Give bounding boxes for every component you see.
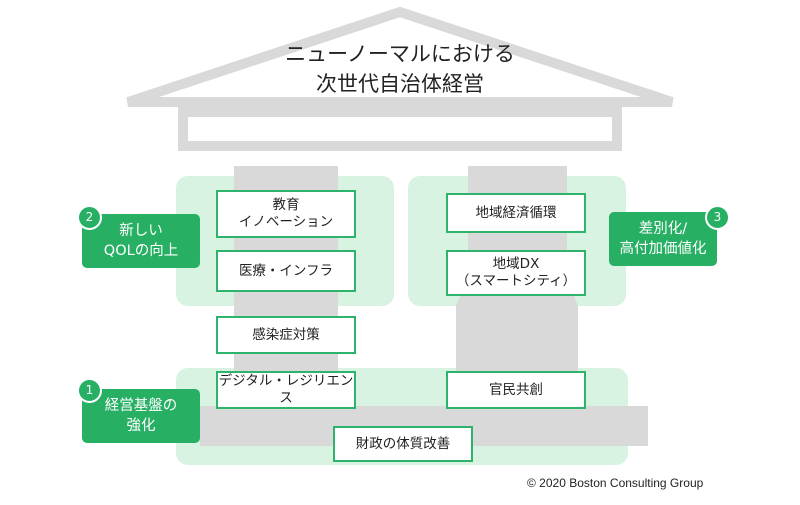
box-text: 医療・インフラ: [238, 262, 334, 279]
title-line-2: 次世代自治体経営: [316, 72, 484, 96]
tag-text: QOLの向上: [103, 243, 179, 259]
box-text: デジタル・レジリエンス: [218, 373, 354, 406]
title-line-1: ニューノーマルにおける: [285, 42, 515, 66]
number-badge: 2: [77, 205, 102, 230]
box-fiscal-improvement: 財政の体質改善: [333, 426, 473, 462]
number-badge: 3: [705, 205, 730, 230]
tag-management-base: 経営基盤の 強化: [82, 389, 200, 443]
box-text: 地域経済循環: [475, 204, 557, 221]
tag-text: 経営基盤の: [104, 398, 178, 414]
box-text: 財政の体質改善: [355, 435, 451, 452]
box-text: 教育: [272, 197, 300, 213]
roof-beam: [178, 107, 622, 151]
box-regional-economy: 地域経済循環: [446, 193, 586, 233]
copyright-credit: © 2020 Boston Consulting Group: [527, 476, 704, 490]
box-education-innovation: 教育 イノベーション: [216, 190, 356, 238]
box-regional-dx: 地域DX （スマートシティ）: [446, 250, 586, 296]
number-badge: 1: [77, 378, 102, 403]
roof: [126, 6, 674, 107]
box-text: 官民共創: [489, 381, 543, 398]
tag-text: 差別化/: [638, 221, 688, 237]
tag-text: 新しい: [119, 223, 163, 239]
box-text: 地域DX: [492, 256, 540, 272]
box-text: 感染症対策: [252, 326, 320, 343]
box-text: （スマートシティ）: [455, 273, 577, 289]
tag-differentiation: 差別化/ 高付加価値化: [609, 212, 717, 266]
tag-text: 強化: [126, 418, 156, 434]
tag-new-qol: 新しい QOLの向上: [82, 214, 200, 268]
box-digital-resilience: デジタル・レジリエンス: [216, 371, 356, 409]
box-text: イノベーション: [238, 214, 334, 230]
box-public-private: 官民共創: [446, 371, 586, 409]
box-medical-infra: 医療・インフラ: [216, 250, 356, 292]
box-infection-control: 感染症対策: [216, 316, 356, 354]
tag-text: 高付加価値化: [619, 241, 707, 257]
